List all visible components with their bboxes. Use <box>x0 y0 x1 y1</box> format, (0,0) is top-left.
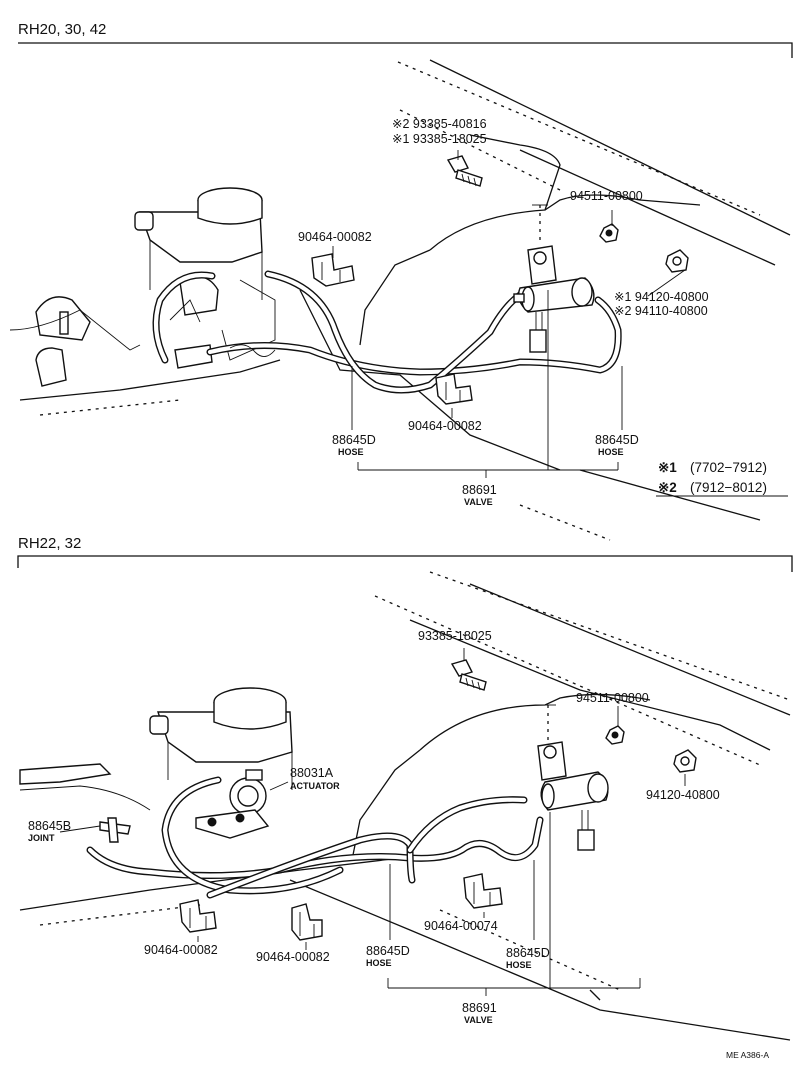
body-panel-line <box>579 469 761 521</box>
top-section-header: RH20, 30, 42 <box>18 21 106 38</box>
label-clamp-left: 90464-00082 <box>144 943 218 957</box>
bottom-clamp-mid <box>463 873 503 909</box>
bottom-bolt <box>450 659 487 691</box>
joint <box>99 817 131 843</box>
top-nut-cap <box>665 249 689 273</box>
body-panel-line <box>429 59 791 236</box>
body-panel-line <box>19 359 281 401</box>
legend-mark-1: ※1 <box>658 460 677 475</box>
housing-outline <box>469 134 561 211</box>
label-nut-cap: 94120-40800 <box>646 788 720 802</box>
label-valve: 88691 <box>462 1001 497 1015</box>
top-clamp-lower <box>435 373 473 405</box>
label-actuator: 88031A <box>290 766 334 780</box>
label-actuator-sub: ACTUATOR <box>290 781 340 791</box>
label-hose-right-sub: HOSE <box>506 960 532 970</box>
label-clamp-lower: 90464-00082 <box>408 419 482 433</box>
bottom-section-frame <box>17 555 793 572</box>
label-joint-sub: JOINT <box>28 833 55 843</box>
bottom-leader-lines <box>59 648 686 996</box>
top-hoses <box>152 270 622 394</box>
bottom-clamp-center <box>291 903 323 941</box>
top-bolt <box>446 155 483 187</box>
left-rail-bottom <box>19 763 151 811</box>
label-clamp-mid: 90464-00074 <box>424 919 498 933</box>
body-panel-line <box>409 619 771 751</box>
label-hose-left: 88645D <box>332 433 376 447</box>
label-nut-cap-2: ※2 94110-40800 <box>614 304 708 318</box>
body-panel-dashline <box>439 909 621 991</box>
label-valve-sub: VALVE <box>464 1015 493 1025</box>
label-bolt: 93385-18025 <box>418 629 492 643</box>
body-panel-line <box>519 149 776 266</box>
legend-range-1: (7702−7912) <box>690 460 767 475</box>
reservoir-assembly <box>134 187 276 369</box>
label-hose-left-sub: HOSE <box>366 958 392 968</box>
bottom-hoses <box>86 776 544 899</box>
label-nut-cap-1: ※1 94120-40800 <box>614 290 709 304</box>
bottom-clamp-left <box>179 899 217 933</box>
housing-outline <box>359 249 431 346</box>
body-panel-line <box>469 583 791 716</box>
body-panel-dashline <box>397 61 761 216</box>
body-panel-dashline <box>374 595 761 766</box>
label-hose-right: 88645D <box>506 946 550 960</box>
reservoir-assembly-bottom <box>149 687 293 790</box>
model-year-legend: ※1 (7702−7912) ※2 (7912−8012) <box>658 460 767 495</box>
body-panel-dashline <box>399 109 561 191</box>
label-bolt-1: ※1 93385-18025 <box>392 132 487 146</box>
label-bolt-2: ※2 93385-40816 <box>392 117 487 131</box>
label-hose-left-sub: HOSE <box>338 447 364 457</box>
legend-mark-2: ※2 <box>658 480 677 495</box>
top-section: RH20, 30, 42 <box>9 21 793 541</box>
label-clamp-upper: 90464-00082 <box>298 230 372 244</box>
body-panel-line <box>19 857 401 911</box>
top-section-frame <box>18 42 793 58</box>
label-nut: 94511-00800 <box>570 189 643 203</box>
bottom-section-header: RH22, 32 <box>18 535 81 552</box>
label-nut: 94511-00800 <box>576 691 649 705</box>
footer-code: ME A386-A <box>726 1050 769 1060</box>
body-panel-dashline <box>519 504 611 541</box>
housing-outline <box>429 194 701 251</box>
bottom-valve-vsv <box>537 704 609 851</box>
bottom-nut-cap <box>673 749 697 773</box>
label-valve-sub: VALVE <box>464 497 493 507</box>
body-panel-line <box>289 879 791 1041</box>
label-valve: 88691 <box>462 483 497 497</box>
legend-range-2: (7912−8012) <box>690 480 767 495</box>
bottom-nut <box>605 725 625 745</box>
top-leader-lines <box>332 150 788 497</box>
label-hose-right-sub: HOSE <box>598 447 624 457</box>
label-hose-left: 88645D <box>366 944 410 958</box>
actuator <box>195 769 270 839</box>
body-panel-dashline <box>39 399 181 416</box>
top-nut <box>599 223 619 243</box>
top-clamp-upper <box>311 253 355 287</box>
label-clamp-center: 90464-00082 <box>256 950 330 964</box>
body-panel-line <box>589 989 601 1001</box>
left-fitting <box>9 296 141 387</box>
label-joint: 88645B <box>28 819 71 833</box>
label-hose-right: 88645D <box>595 433 639 447</box>
body-panel-dashline <box>39 904 201 926</box>
bottom-section: RH22, 32 <box>17 535 793 1041</box>
body-panel-line <box>299 289 561 471</box>
top-valve-vsv <box>513 204 595 353</box>
